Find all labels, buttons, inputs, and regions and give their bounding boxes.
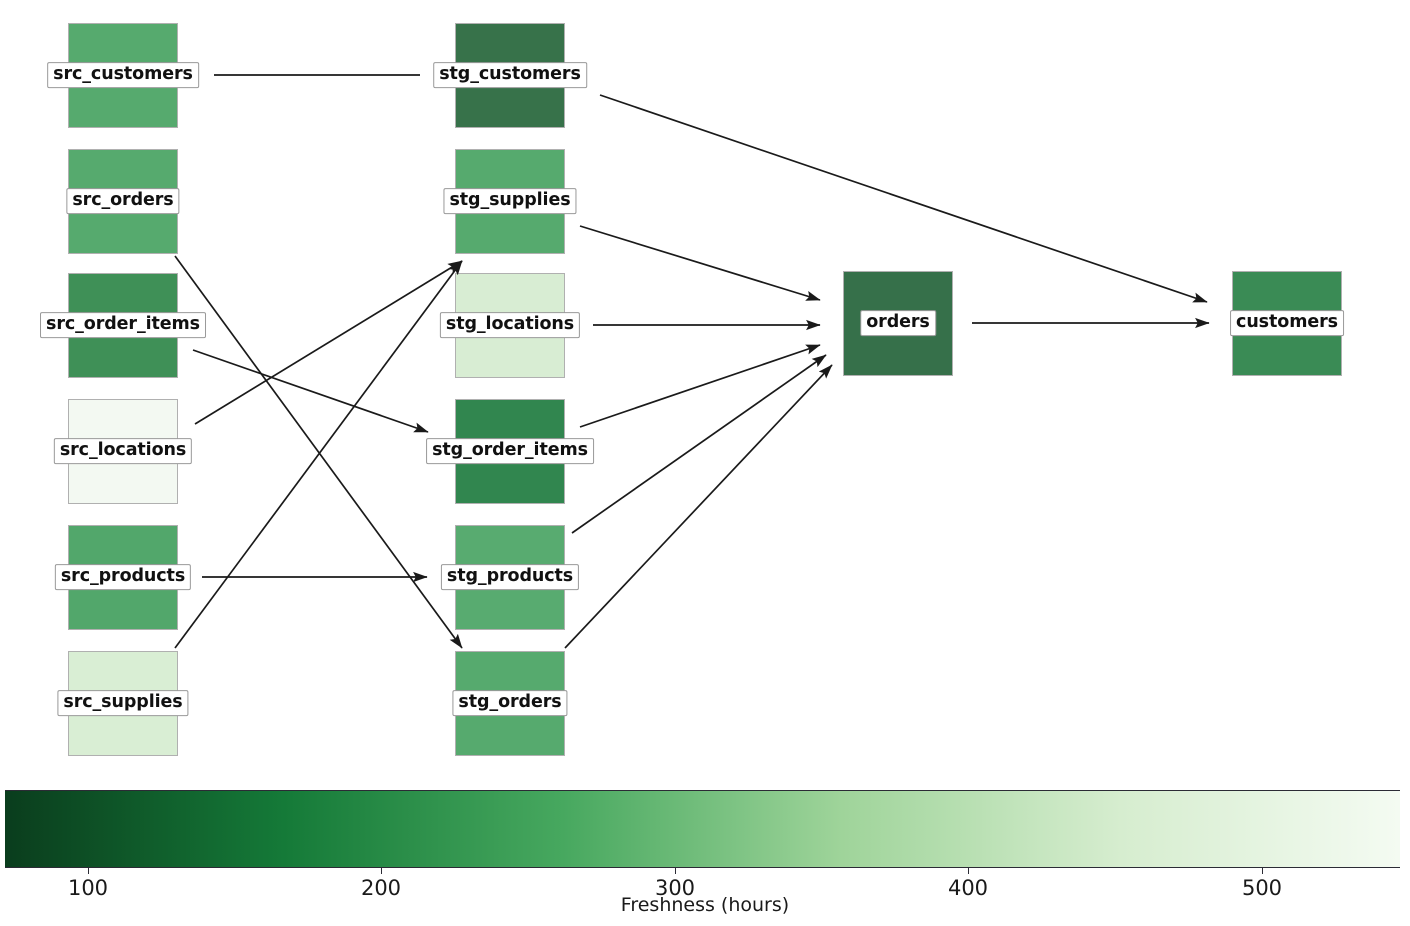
- node-label-stg_locations[interactable]: stg_locations: [439, 312, 581, 338]
- node-label-stg_customers[interactable]: stg_customers: [433, 62, 587, 88]
- node-label-orders[interactable]: orders: [860, 310, 936, 336]
- edge-src_locations-to-stg_locations: [194, 260, 463, 425]
- edge-stg_order_items-to-orders: [579, 344, 821, 428]
- edge-stg_products-to-orders: [571, 354, 827, 534]
- node-label-customers[interactable]: customers: [1230, 310, 1344, 336]
- colorbar-tick-label-500: 500: [1241, 876, 1283, 900]
- colorbar-tick-label-400: 400: [947, 876, 989, 900]
- edge-src_order_items-to-stg_order_items: [192, 349, 429, 433]
- node-label-stg_products[interactable]: stg_products: [440, 564, 580, 590]
- colorbar-tick-100: [88, 868, 89, 874]
- node-label-stg_orders[interactable]: stg_orders: [452, 690, 568, 716]
- colorbar-axis-label: Freshness (hours): [620, 894, 790, 916]
- node-label-src_order_items[interactable]: src_order_items: [40, 312, 206, 338]
- node-label-src_locations[interactable]: src_locations: [53, 438, 193, 464]
- colorbar-tick-label-100: 100: [67, 876, 109, 900]
- node-label-stg_supplies[interactable]: stg_supplies: [443, 188, 577, 214]
- colorbar-tick-label-200: 200: [360, 876, 402, 900]
- colorbar-tick-200: [381, 868, 382, 874]
- colorbar: 100 200 300 400 500: [5, 790, 1400, 900]
- edge-src_orders-to-stg_orders: [174, 255, 463, 649]
- colorbar-tick-400: [968, 868, 969, 874]
- node-label-src_orders[interactable]: src_orders: [66, 188, 180, 214]
- node-label-src_supplies[interactable]: src_supplies: [57, 690, 189, 716]
- node-label-stg_order_items[interactable]: stg_order_items: [426, 438, 594, 464]
- edge-stg_supplies-to-orders: [579, 225, 821, 301]
- node-label-src_customers[interactable]: src_customers: [47, 62, 199, 88]
- colorbar-tick-300: [675, 868, 676, 874]
- colorbar-tick-label-300: 300: [654, 876, 696, 900]
- colorbar-gradient: [5, 790, 1400, 868]
- edge-src_supplies-to-stg_locations: [174, 260, 463, 649]
- node-label-src_products[interactable]: src_products: [54, 564, 192, 590]
- edge-stg_orders-to-orders: [564, 364, 833, 649]
- colorbar-tick-500: [1262, 868, 1263, 874]
